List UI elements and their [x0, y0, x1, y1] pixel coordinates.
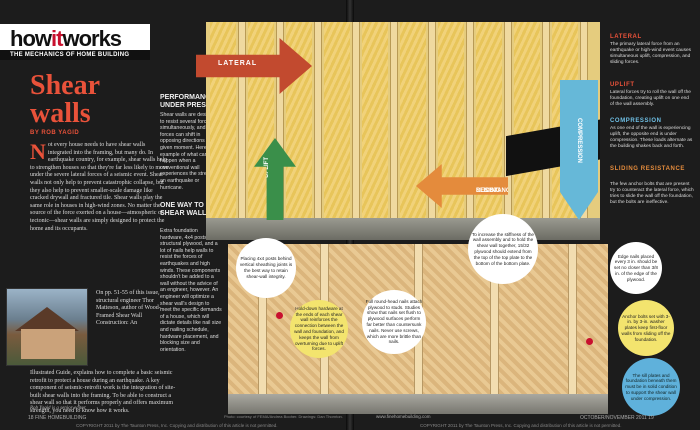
copyright-right: COPYRIGHT 2011 by The Taunton Press, Inc…: [420, 423, 622, 428]
wall-frame-illustration: [206, 22, 600, 218]
foundation: [206, 218, 600, 240]
sidebar-text-uplift: Lateral forces try to roll the wall off …: [610, 90, 691, 107]
article-col2: On pp. 51-55 of this issue, structural e…: [96, 290, 161, 327]
masthead-tagline: THE MECHANICS OF HOME BUILDING: [0, 50, 150, 60]
stud: [466, 22, 474, 218]
sidebar-head-compression: COMPRESSION: [610, 118, 662, 124]
stud: [238, 22, 246, 218]
callout-anchor-bolts: Anchor bolts set with 3-in. by 3-in. was…: [618, 300, 674, 356]
stud: [568, 244, 577, 414]
performance-text: Shear walls are designed to resist sever…: [160, 112, 221, 191]
shear-wall-illustration: [228, 244, 608, 414]
article-col3: Illustrated Guide, explains how to compl…: [30, 370, 176, 414]
house-wall: [21, 329, 75, 359]
callout-posts: Placing 4x4 posts behind vertical sheath…: [236, 238, 296, 298]
folio-left: 18 FINE HOMEBUILDING: [28, 415, 87, 421]
sidebar-head-lateral: LATERAL: [610, 34, 642, 40]
insulation-batt: [210, 22, 236, 218]
sidebar-head-uplift: UPLIFT: [610, 82, 635, 88]
sidebar-text-sliding: The few anchor bolts that are present tr…: [610, 182, 694, 205]
callout-nails: Full round-head nails attach plywood to …: [362, 290, 426, 354]
callout-marker: [586, 338, 593, 345]
sidebar-text-compression: As one end of the wall is experiencing u…: [610, 126, 693, 149]
compression-arrow: COMPRESSION: [560, 80, 598, 220]
insulation-batt: [514, 22, 540, 218]
callout-stiffness: To increase the stiffness of the wall as…: [468, 214, 538, 284]
house-photo: [6, 288, 88, 366]
sidebar-head-sliding: SLIDING RESISTANCE: [610, 166, 686, 172]
stud: [390, 22, 398, 218]
stud: [276, 22, 284, 218]
folio-right: OCTOBER/NOVEMBER 2011 19: [580, 415, 654, 421]
stud: [352, 22, 360, 218]
callout-edge-nails: Edge nails placed every 3 in. should be …: [610, 242, 662, 294]
copyright-left: COPYRIGHT 2011 by The Taunton Press, Inc…: [76, 423, 278, 428]
stud: [258, 244, 267, 414]
build-text: Extra foundation hardware, 4x4 posts, st…: [160, 228, 222, 353]
insulation-batt: [324, 22, 350, 218]
sidebar-text-lateral: The primary lateral force from an earthq…: [610, 42, 692, 65]
build-heading: ONE WAY TO BUILD A SHEAR WALL: [160, 202, 234, 217]
stud: [428, 22, 436, 218]
drop-cap: N: [30, 139, 46, 164]
callout-marker: [276, 312, 283, 319]
author-note: Rob Yagid is a senior editor.: [30, 406, 87, 411]
callout-holddown: Hold-down hardware at the ends of each s…: [290, 300, 348, 358]
sill-plate: [228, 394, 608, 414]
house-roof: [15, 307, 79, 331]
stud: [542, 22, 550, 218]
masthead-logo: howitworks: [10, 26, 122, 51]
photo-credit: Photo: courtesy of FEMA/Andrea Booher. D…: [224, 414, 343, 419]
stud: [504, 22, 512, 218]
stud: [490, 244, 499, 414]
callout-sill: The sill plates and foundation beneath t…: [622, 358, 680, 416]
byline: BY ROB YAGID: [30, 130, 80, 136]
stud: [314, 22, 322, 218]
insulation-batt: [362, 22, 388, 218]
performance-heading: PERFORMANCE UNDER PRESSURE: [160, 94, 226, 109]
website-url: www.finehomebuilding.com: [376, 414, 431, 419]
